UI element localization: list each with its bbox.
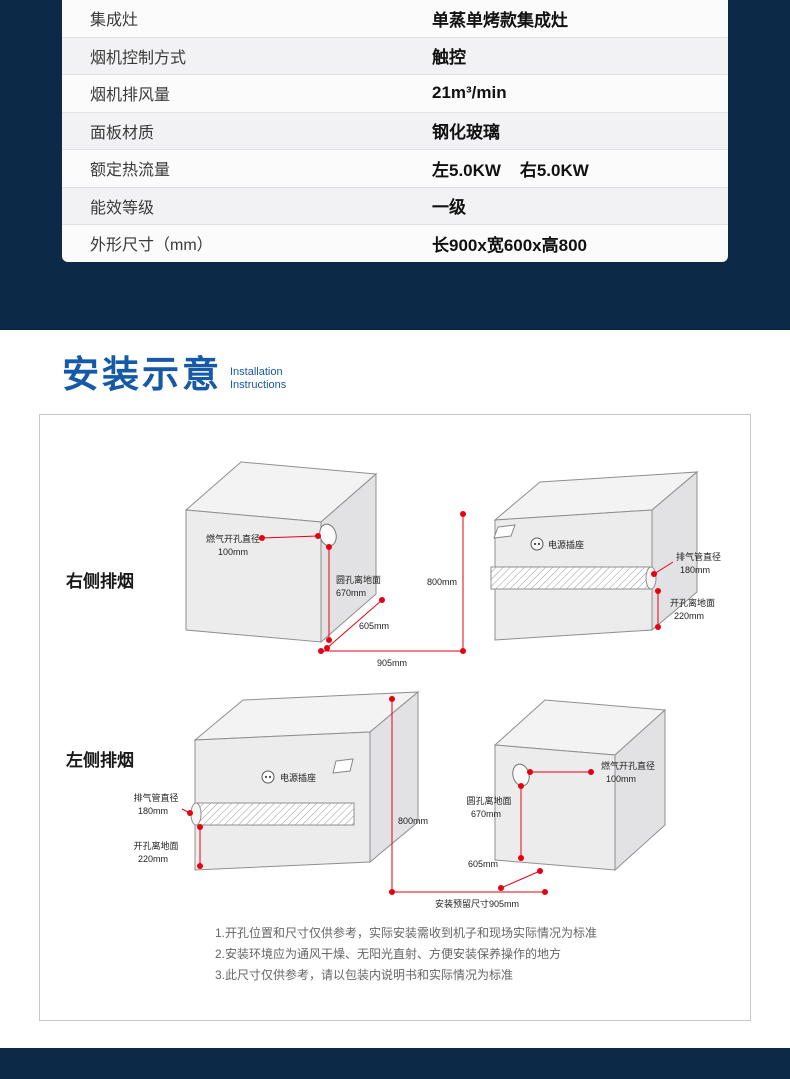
cabinet-r2-left [190,690,420,871]
gas-hole-value: 100mm [606,774,636,784]
depth-dim-label: 605mm [359,621,389,631]
spec-value: 触控 [432,48,466,68]
cabinet-r2-right [493,699,667,872]
note-line: 1.开孔位置和尺寸仅供参考，实际安装需收到机子和现场实际情况为标准 [215,926,598,940]
exhaust-pipe-hatch [490,566,652,590]
section-title: 安装示意 [62,354,222,395]
installation-notes: 1.开孔位置和尺寸仅供参考，实际安装需收到机子和现场实际情况为标准 2.安装环境… [40,915,750,1020]
round-hole-label: 圆孔离地面 [336,574,381,585]
round-hole-value: 670mm [471,809,501,819]
pipe-dia-value: 180mm [680,565,710,575]
spec-value: 左5.0KW 右5.0KW [432,160,589,180]
round-hole-value: 670mm [336,588,366,598]
pipe-hole-label: 开孔离地面 [133,840,178,851]
pipe-hole-value: 220mm [674,611,704,621]
pipe-dia-label: 排气管直径 [676,551,721,562]
section-subtitle-line1: Installation [230,366,283,378]
note-line: 3.此尺寸仅供参考，请以包装内说明书和实际情况为标准 [215,968,514,982]
round-hole-label: 圆孔离地面 [466,795,511,806]
spec-label: 面板材质 [90,124,155,142]
spec-value: 单蒸单烤款集成灶 [432,10,568,30]
table-row: 额定热流量 左5.0KW 右5.0KW [62,150,728,188]
installation-diagram-box: 右侧排烟 左侧排烟 燃气开孔直径 100mm 圆孔离地面 [39,414,751,1021]
row1-label: 右侧排烟 [66,571,134,591]
spec-value: 长900x宽600x高800 [432,235,588,255]
row2-label: 左侧排烟 [66,750,134,770]
cabinet-r1-right [490,470,699,641]
section-subtitle: Installation Instructions [230,366,286,392]
spec-value: 钢化玻璃 [432,123,500,143]
gas-hole-value: 100mm [218,547,248,557]
depth-dim-label: 605mm [468,859,498,869]
dimensions-r2-left: 电源插座 排气管直径 180mm 开孔离地面 220mm 800mm 安装预留尺… [133,696,548,909]
spec-label: 额定热流量 [90,162,171,180]
pipe-outlet [645,566,657,590]
vent-slot [332,758,354,774]
installation-diagram: 右侧排烟 左侧排烟 燃气开孔直径 100mm 圆孔离地面 [66,461,721,909]
table-row: 能效等级 一级 [62,187,728,225]
pipe-hole-value: 220mm [138,854,168,864]
content-panel: 安装示意 Installation Instructions 右侧排烟 左侧排烟 [0,330,790,1048]
spec-value: 一级 [432,198,466,218]
spec-label: 烟机排风量 [90,87,171,105]
spec-label: 集成灶 [90,12,139,30]
table-row: 外形尺寸（mm） 长900x宽600x高800 [62,225,728,262]
power-socket-label: 电源插座 [548,539,584,550]
table-row: 烟机控制方式 触控 [62,37,728,75]
spec-label: 能效等级 [90,199,155,217]
width-dim-label: 905mm [377,658,407,668]
spec-value: 21m³/min [432,83,507,103]
table-row: 集成灶 单蒸单烤款集成灶 [62,0,728,38]
spec-label: 烟机控制方式 [90,49,187,67]
reserve-dim-label: 安装预留尺寸905mm [435,898,519,909]
gas-hole-label: 燃气开孔直径 [206,533,260,544]
pipe-dia-label: 排气管直径 [133,792,178,803]
table-row: 烟机排风量 21m³/min [62,75,728,113]
power-socket-icon [261,770,275,784]
pipe-dia-value: 180mm [138,806,168,816]
power-socket-label: 电源插座 [280,772,316,783]
pipe-hole-label: 开孔离地面 [670,597,715,608]
gas-hole-label: 燃气开孔直径 [601,760,655,771]
spec-table: 集成灶 单蒸单烤款集成灶 烟机控制方式 触控 烟机排风量 21m³/min 面板… [62,0,728,262]
height-dim-label: 800mm [427,577,457,587]
section-subtitle-line2: Instructions [230,379,287,391]
note-line: 2.安装环境应为通风干燥、无阳光直射、方便安装保养操作的地方 [215,947,562,961]
dimensions-r2-right: 燃气开孔直径 100mm 圆孔离地面 670mm 605mm [466,760,655,891]
dimensions-r1-right: 电源插座 排气管直径 180mm 开孔离地面 220mm [548,539,721,630]
dimensions-r1-left: 燃气开孔直径 100mm 圆孔离地面 670mm 605mm 905mm 800… [206,511,466,668]
spec-label: 外形尺寸（mm） [90,237,213,255]
power-socket-icon [530,537,544,551]
section-header: 安装示意 Installation Instructions [0,330,790,396]
cabinet-r1-left [184,461,378,644]
vent-slot [493,524,516,539]
height-dim-label: 800mm [398,816,428,826]
table-row: 面板材质 钢化玻璃 [62,112,728,150]
exhaust-pipe-hatch [195,802,355,826]
